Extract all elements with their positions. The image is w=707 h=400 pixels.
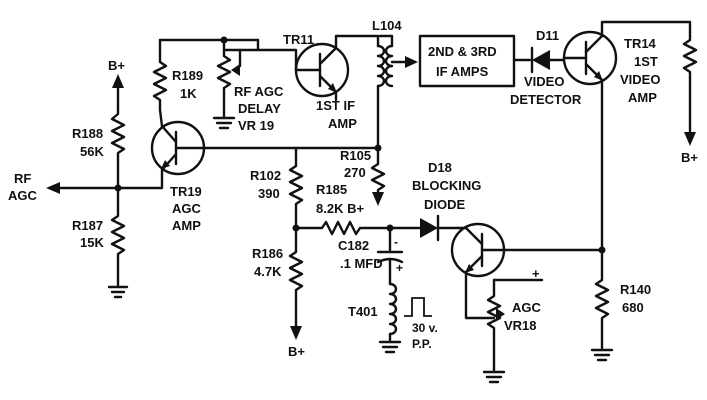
- video-detector-label-line1: VIDEO: [524, 74, 564, 89]
- b-plus-label-top-left: B+: [108, 58, 125, 73]
- t401-label: T401: [348, 304, 378, 319]
- d11-diode: [530, 46, 550, 74]
- vr19-label-line2: DELAY: [238, 101, 281, 116]
- r189-label: R189: [172, 68, 203, 83]
- ground-symbol: [378, 340, 402, 354]
- if-amps-label-line1: 2ND & 3RD: [428, 44, 497, 59]
- tr19-collector-lead: [158, 108, 164, 128]
- r140-value: 680: [622, 300, 644, 315]
- d18-label-line2: BLOCKING: [412, 178, 481, 193]
- vr19-potentiometer: [216, 38, 242, 120]
- r140-resistor: [594, 248, 610, 350]
- rf-agc-label-line2: AGC: [8, 188, 38, 203]
- agc-vr18-potentiometer: [486, 278, 544, 372]
- c182-value: .1 MFD: [340, 256, 383, 271]
- tr11-collector-wire: [334, 34, 380, 50]
- tr19-label-line1: TR19: [170, 184, 202, 199]
- video-detector-label-line2: DETECTOR: [510, 92, 582, 107]
- l104-secondary-wire: [378, 34, 394, 48]
- agc-keyed-transistor: [450, 222, 516, 278]
- r105-resistor: [370, 146, 386, 206]
- ground-symbol: [590, 348, 614, 362]
- r185-resistor: [294, 220, 392, 236]
- ground-symbol: [482, 370, 506, 384]
- d11-label: D11: [536, 28, 559, 43]
- load-resistor: [682, 30, 698, 146]
- d18-label-line1: D18: [428, 160, 452, 175]
- pulse-label-line1: 30 v.: [412, 321, 438, 335]
- r140-label: R140: [620, 282, 651, 297]
- r188-label: R188: [72, 126, 103, 141]
- r102-label: R102: [250, 168, 281, 183]
- signal-arrow: [405, 56, 418, 68]
- tr19-transistor: [150, 120, 206, 176]
- r189-resistor: [152, 38, 168, 112]
- r105-value: 270: [344, 165, 366, 180]
- agc-plus-sign: +: [532, 266, 540, 281]
- d18-label-line3: DIODE: [424, 197, 466, 212]
- tr14-collector-wire: [600, 20, 692, 38]
- ground-symbol: [107, 285, 129, 299]
- l104-label: L104: [372, 18, 402, 33]
- l104-coil: [376, 44, 394, 88]
- pulse-waveform-icon: [404, 297, 432, 317]
- t401-winding: [388, 282, 398, 342]
- agc-vr18-label-line1: AGC: [512, 300, 542, 315]
- tr11-base-wire: [256, 38, 298, 72]
- tr11-label-line1: TR11: [283, 32, 314, 47]
- if-amps-label-line2: IF AMPS: [436, 64, 489, 79]
- tr14-label-line3: VIDEO: [620, 72, 660, 87]
- d18-diode: [420, 214, 440, 242]
- r105-label: R105: [340, 148, 371, 163]
- b-plus-label-bottom: B+: [288, 344, 305, 359]
- b-plus-label-right: B+: [681, 150, 698, 165]
- r185-value: 8.2K B+: [316, 201, 364, 216]
- rf-agc-label-line1: RF: [14, 171, 31, 186]
- r189-value: 1K: [180, 86, 197, 101]
- r188-resistor: [110, 106, 126, 188]
- r185-label: R185: [316, 182, 347, 197]
- pulse-label-line2: P.P.: [412, 337, 432, 351]
- r188-value: 56K: [80, 144, 104, 159]
- r187-label: R187: [72, 218, 103, 233]
- b-plus-arrow-top-left: [112, 74, 124, 110]
- tr14-label-line4: AMP: [628, 90, 657, 105]
- r102-resistor: [288, 146, 304, 230]
- r187-value: 15K: [80, 235, 104, 250]
- vr19-label-line3: VR 19: [238, 118, 274, 133]
- ground-symbol: [212, 116, 236, 130]
- tr14-transistor: [562, 30, 618, 86]
- c182-minus-sign: -: [394, 235, 398, 249]
- tr11-label-line3: AMP: [328, 116, 357, 131]
- tr11-label-line2: 1ST IF: [316, 98, 355, 113]
- c182-label: C182: [338, 238, 369, 253]
- agc-vr18-label-line2: VR18: [504, 318, 537, 333]
- c182-capacitor: [376, 226, 404, 286]
- tr19-emitter-lead: [116, 168, 164, 190]
- r186-resistor: [288, 226, 304, 340]
- tr14-label-line1: TR14: [624, 36, 657, 51]
- r102-value: 390: [258, 186, 280, 201]
- r186-label: R186: [252, 246, 283, 261]
- tr19-label-line3: AMP: [172, 218, 201, 233]
- tr19-label-line2: AGC: [172, 201, 202, 216]
- rf-agc-output-arrow: [46, 182, 120, 194]
- tr14-label-line2: 1ST: [634, 54, 658, 69]
- tr11-transistor: [294, 42, 350, 98]
- r186-value: 4.7K: [254, 264, 282, 279]
- keyed-emitter-wire: [464, 270, 496, 320]
- r187-resistor: [110, 186, 126, 288]
- c182-plus-sign: +: [396, 261, 403, 275]
- vr19-label-line1: RF AGC: [234, 84, 284, 99]
